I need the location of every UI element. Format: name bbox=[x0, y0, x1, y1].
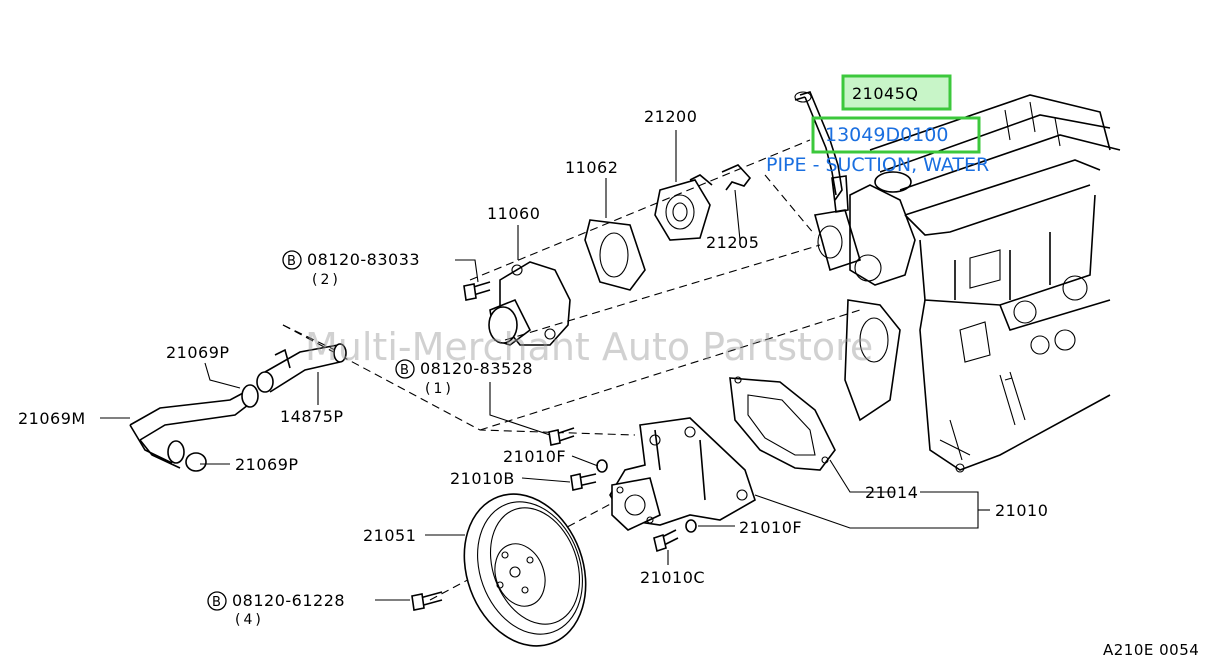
clip-21205 bbox=[721, 164, 752, 191]
thermostat-21200 bbox=[654, 174, 713, 241]
highlight-part-number[interactable]: 13049D0100 bbox=[825, 124, 948, 146]
label-21051[interactable]: 21051 bbox=[363, 526, 416, 545]
water-pump bbox=[609, 417, 756, 531]
highlight-box-21045q[interactable] bbox=[841, 74, 952, 111]
qty-08120-83528: (1) bbox=[425, 381, 454, 397]
washer-21010f-upper bbox=[596, 459, 608, 473]
label-21069m[interactable]: 21069M bbox=[18, 409, 86, 428]
label-11062[interactable]: 11062 bbox=[565, 158, 618, 177]
bolt-marker-text: B bbox=[212, 595, 221, 610]
pump-gasket-21014 bbox=[729, 376, 836, 471]
label-14875p[interactable]: 14875P bbox=[280, 407, 344, 426]
label-21014[interactable]: 21014 bbox=[865, 483, 918, 502]
label-21200[interactable]: 21200 bbox=[644, 107, 697, 126]
label-11060[interactable]: 11060 bbox=[487, 204, 540, 223]
label-21069p-top[interactable]: 21069P bbox=[166, 343, 230, 362]
label-21045q[interactable]: 21045Q bbox=[852, 84, 919, 103]
qty-08120-61228: (4) bbox=[235, 612, 264, 628]
label-21010b[interactable]: 21010B bbox=[450, 469, 515, 488]
pulley-21051 bbox=[463, 493, 587, 647]
label-08120-83033[interactable]: 08120-83033 bbox=[307, 250, 420, 269]
bolt-83033 bbox=[463, 281, 491, 301]
bolt-marker-icon bbox=[282, 250, 302, 270]
label-21010c[interactable]: 21010C bbox=[640, 568, 705, 587]
hose-assembly bbox=[129, 343, 347, 472]
qty-08120-83033: (2) bbox=[312, 272, 341, 288]
highlight-box-13049d0100[interactable] bbox=[811, 116, 981, 154]
engine-block bbox=[813, 94, 1121, 473]
diagram-code: A210E 0054 bbox=[1103, 641, 1199, 659]
bolt-marker-text: B bbox=[287, 254, 296, 269]
washer-21010f-lower bbox=[685, 519, 697, 533]
bolt-marker-icon bbox=[207, 591, 227, 611]
label-08120-61228[interactable]: 08120-61228 bbox=[232, 591, 345, 610]
label-21205[interactable]: 21205 bbox=[706, 233, 759, 252]
label-21010[interactable]: 21010 bbox=[995, 501, 1048, 520]
gasket-11062 bbox=[584, 219, 646, 291]
label-08120-83528[interactable]: 08120-83528 bbox=[420, 359, 533, 378]
bolt-61228 bbox=[411, 591, 443, 611]
thermostat-housing bbox=[488, 261, 571, 346]
bolt-83528 bbox=[548, 427, 575, 446]
bolt-marker-icon bbox=[395, 359, 415, 379]
bolt-21010c bbox=[653, 529, 679, 553]
label-21010f-upper[interactable]: 21010F bbox=[503, 447, 566, 466]
bolt-21010b bbox=[570, 473, 597, 491]
bolt-marker-text: B bbox=[400, 363, 409, 378]
label-21069p-bottom[interactable]: 21069P bbox=[235, 455, 299, 474]
highlight-description: PIPE - SUCTION, WATER bbox=[766, 154, 989, 176]
watermark: Multi-Merchant Auto Partstore bbox=[305, 325, 873, 369]
label-21010f-lower[interactable]: 21010F bbox=[739, 518, 802, 537]
leader-lines bbox=[100, 130, 990, 601]
